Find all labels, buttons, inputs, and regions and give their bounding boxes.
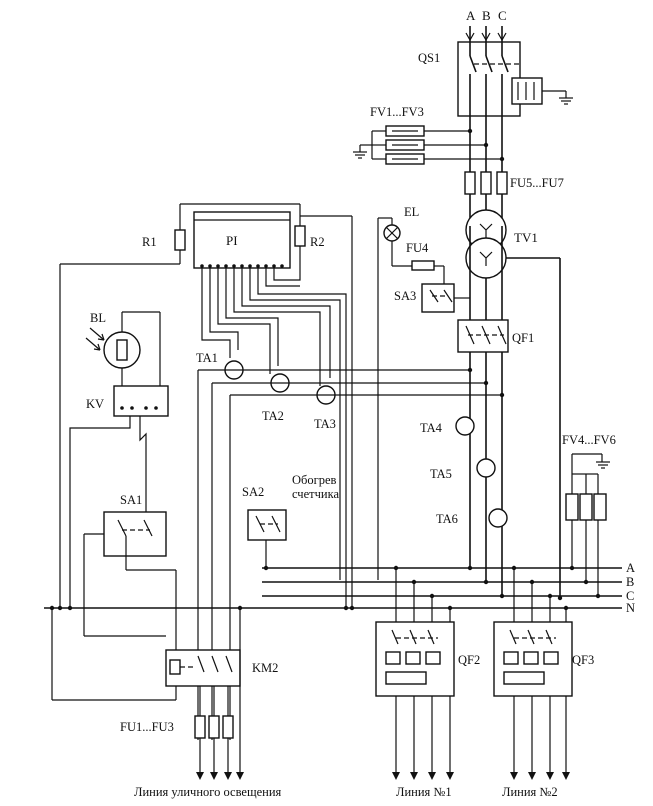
- bus-label-a: A: [626, 561, 635, 575]
- r2-label: R2: [310, 235, 325, 249]
- km2-label: KM2: [252, 661, 278, 675]
- ta1-ta3: [197, 360, 502, 740]
- fu5-label: FU5...FU7: [510, 176, 564, 190]
- sa1-label: SA1: [120, 493, 142, 507]
- fu1-fu3-fuses: [194, 608, 244, 780]
- sa3-switch: [421, 283, 470, 313]
- phase-label-c: C: [498, 8, 507, 23]
- qf3-breaker: [493, 568, 573, 780]
- ta4-label: TA4: [420, 421, 443, 435]
- bl-label: BL: [90, 311, 106, 325]
- bus-junctions: [49, 367, 601, 611]
- ta6-label: TA6: [436, 512, 458, 526]
- kv-label: KV: [86, 397, 104, 411]
- main-phase-lines: [467, 118, 505, 172]
- km2-contactor: [51, 608, 241, 701]
- sa3-label: SA3: [394, 289, 416, 303]
- ta4-ta6: [455, 416, 508, 528]
- bus-label-c: C: [626, 589, 634, 603]
- bl-photosensor: [85, 311, 161, 386]
- bus-bars: [44, 567, 622, 609]
- qs1-label: QS1: [418, 51, 440, 65]
- el-lamp: [377, 217, 445, 580]
- fv1-label: FV1...FV3: [370, 105, 424, 119]
- ta3-label: TA3: [314, 417, 336, 431]
- line1-label: Линия №1: [396, 785, 452, 799]
- phase-label-b: B: [482, 8, 491, 23]
- bus-label-b: B: [626, 575, 634, 589]
- el-label: EL: [404, 205, 419, 219]
- qf3-label: QF3: [572, 653, 594, 667]
- sa2-label: SA2: [242, 485, 264, 499]
- heating-label-2: счетчика: [292, 487, 339, 501]
- fv4-fv6-arresters: [565, 453, 610, 596]
- phase-label-a: A: [466, 8, 476, 23]
- sa1-switch: [83, 511, 177, 650]
- qf1-label: QF1: [512, 331, 534, 345]
- tv1-label: TV1: [514, 230, 538, 245]
- line2-label: Линия №2: [502, 785, 558, 799]
- fv4-label: FV4...FV6: [562, 433, 616, 447]
- fu1-label: FU1...FU3: [120, 720, 174, 734]
- r1-label: R1: [142, 235, 157, 249]
- fv1-fv3-arresters: [353, 125, 502, 165]
- ta1-label: TA1: [196, 351, 218, 365]
- input-arrows: [465, 26, 507, 42]
- bus-label-n: N: [626, 601, 635, 615]
- pi-label: PI: [226, 233, 238, 248]
- street-lighting-label: Линия уличного освещения: [134, 785, 282, 799]
- qf2-label: QF2: [458, 653, 480, 667]
- qf2-breaker: [375, 568, 455, 780]
- tv1-transformer: [465, 209, 561, 598]
- sa2-switch: [247, 509, 287, 568]
- heating-label-1: Обогрев: [292, 473, 337, 487]
- meter-wiring: [200, 254, 347, 608]
- ta2-label: TA2: [262, 409, 284, 423]
- qf1-breaker: [457, 226, 509, 353]
- kv-relay: [69, 385, 169, 608]
- qs1-disconnector: [457, 40, 573, 118]
- ta5-label: TA5: [430, 467, 452, 481]
- fu4-label: FU4: [406, 241, 429, 255]
